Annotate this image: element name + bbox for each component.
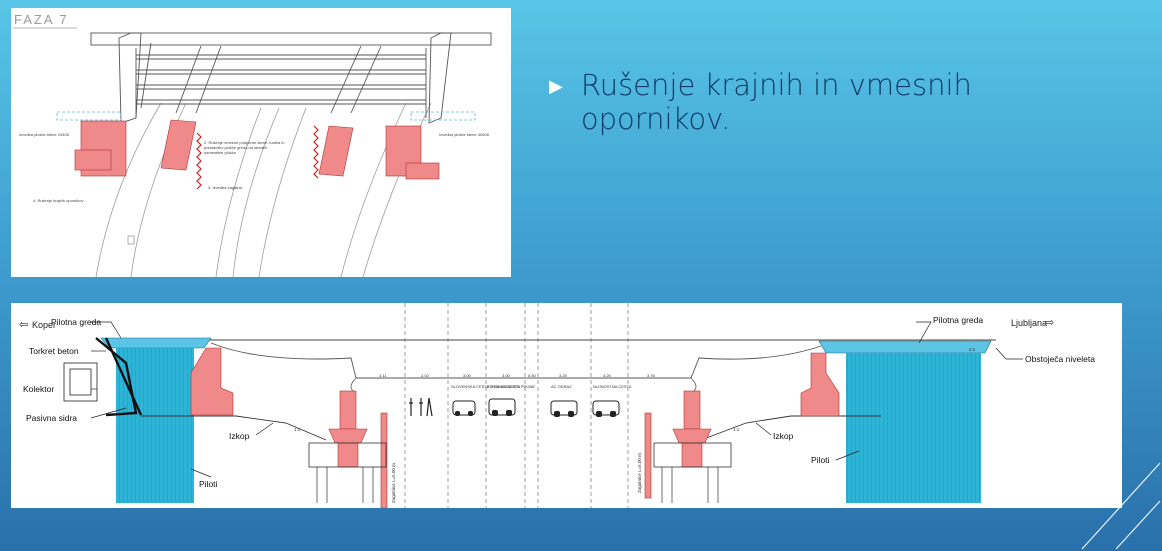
label-torkret: Torkret beton: [29, 346, 79, 356]
bullet-list: ▶ Rušenje krajnih in vmesnih opornikov.: [549, 68, 1109, 136]
dimension-2: 2.02: [421, 373, 430, 378]
lane-label-1: SLOVENSKA CESTA TROLNA CESTA: [451, 384, 520, 389]
label-obstojeca: Obstoječa niveleta: [1025, 354, 1095, 364]
dimension-5: 0.50: [528, 373, 537, 378]
lane-label-2: PO OBVEZNOSTI PRONE: [487, 384, 535, 389]
triangle-bullet-icon: ▶: [549, 76, 563, 96]
label-izkop-left: Izkop: [229, 431, 250, 441]
lane-label-3: AC ODRAZ: [551, 384, 572, 389]
note-demolition-end: 4. Rušenje krajnih opornikov: [33, 198, 83, 203]
dimension-8: 3.76: [647, 373, 656, 378]
dimension-3: 3.00: [463, 373, 472, 378]
dimension-1: 3.11: [379, 373, 387, 378]
label-zagatnice-left: Zagatnice L=5,00 m: [391, 463, 396, 503]
label-pasivna-sidra: Pasivna sidra: [26, 413, 77, 423]
label-zagatnice-right: Zagatnice L=5,00 m: [637, 453, 642, 493]
label-kolektor: Kolektor: [23, 384, 54, 394]
label-pilotna-greda-left: Pilotna greda: [51, 317, 101, 327]
dimension-4: 3.00: [502, 373, 511, 378]
arrow-left-icon: ⇦: [19, 319, 28, 331]
bullet-item-text: Rušenje krajnih in vmesnih opornikov.: [580, 68, 972, 136]
label-pilotna-greda-right: Pilotna greda: [933, 315, 983, 325]
note-demolition-center: 2. Rušenje vmesne podporne stene, tunela…: [204, 140, 286, 155]
plan-drawing-image: FAZA 7: [11, 8, 511, 277]
slope-top: 2:1: [969, 347, 976, 352]
dimension-7: 3.25: [603, 373, 612, 378]
slope-right: 1:1: [733, 427, 740, 432]
slope-left: 1:1: [294, 427, 301, 432]
note-cut: 3. Izvedba zagatnic: [208, 185, 242, 190]
dimension-6: 3.25: [559, 373, 568, 378]
note-right-slab: Izvedba plošče stene 40408: [439, 132, 490, 137]
note-left-slab: Izvedba plošče stene 24408: [19, 132, 70, 137]
label-piloti-left: Piloti: [199, 479, 218, 489]
direction-left: Koper: [32, 320, 56, 330]
section-drawing-image: ⇦ Koper Ljubljana ⇨: [11, 303, 1122, 508]
direction-right: Ljubljana: [1011, 318, 1047, 328]
label-izkop-right: Izkop: [773, 431, 794, 441]
phase-label: FAZA 7: [14, 12, 69, 27]
label-piloti-right: Piloti: [811, 455, 830, 465]
arrow-right-icon: ⇨: [1045, 317, 1054, 329]
lane-label-4: NUJNOSTNA CESTA: [593, 384, 632, 389]
